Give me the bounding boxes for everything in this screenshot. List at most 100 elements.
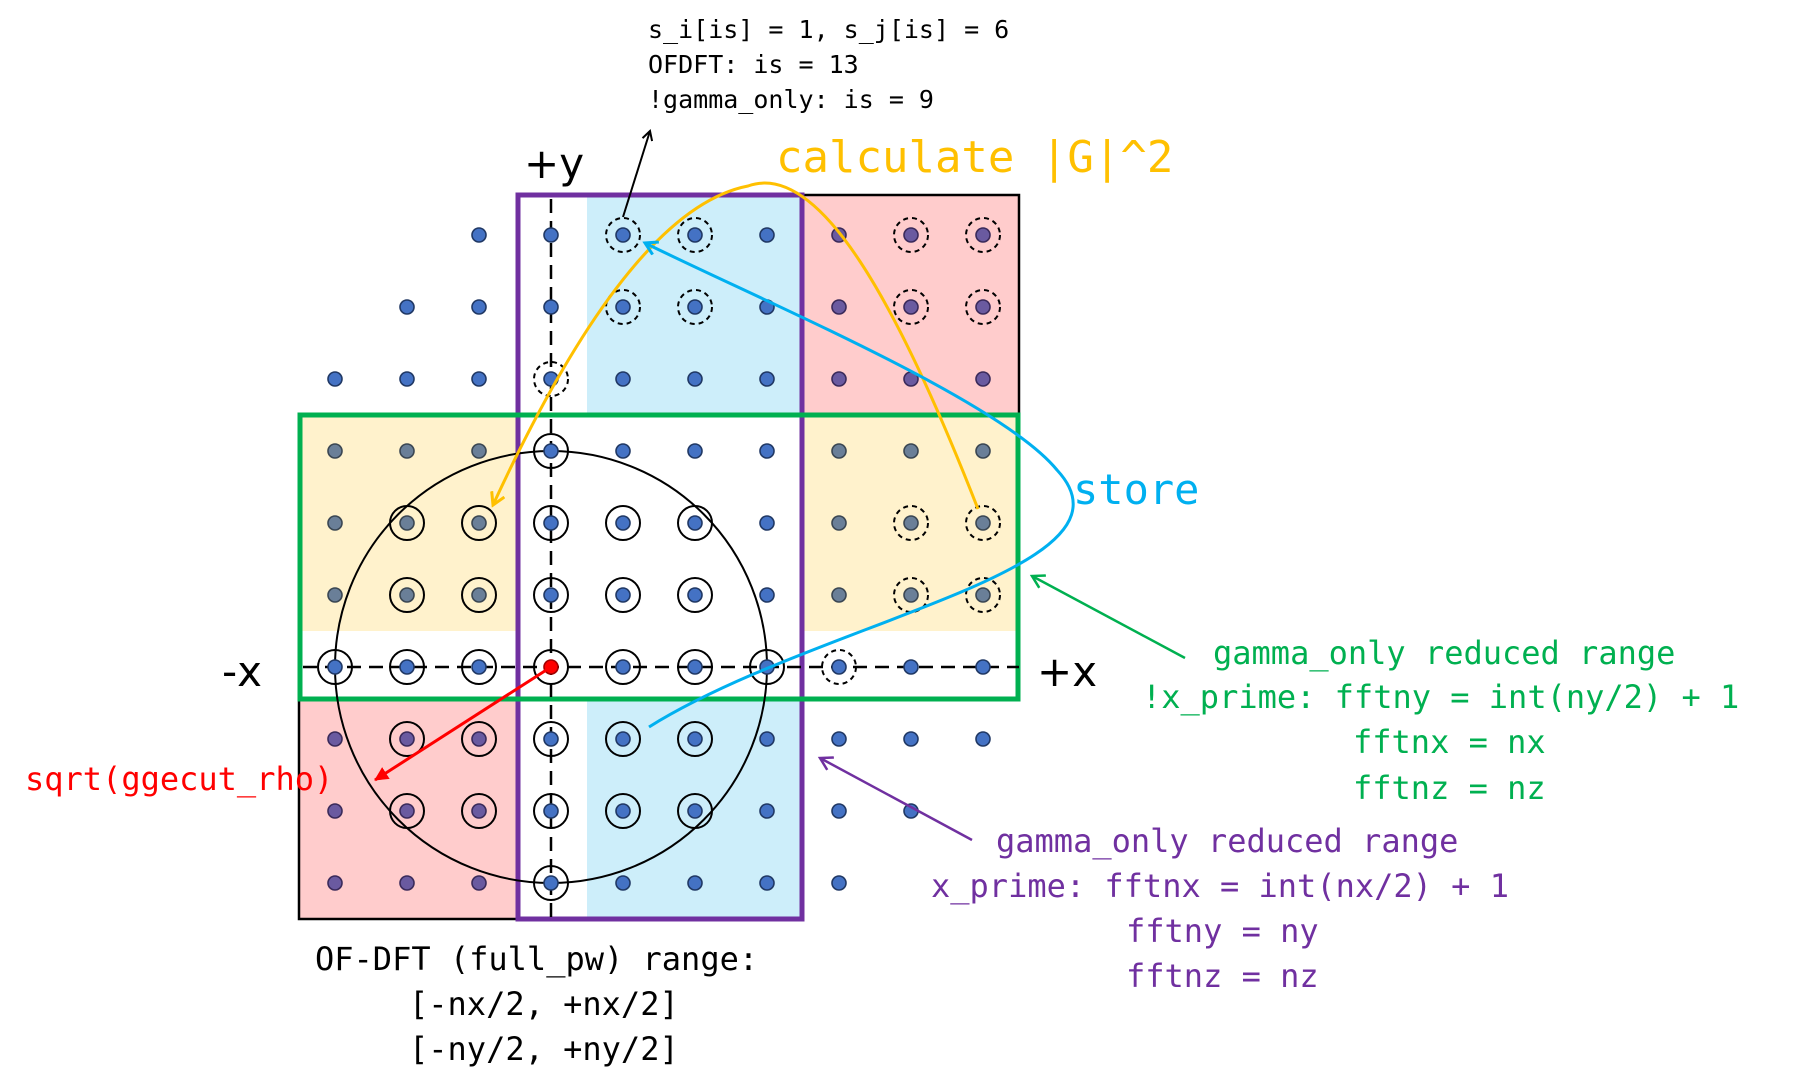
index-note-line-3: !gamma_only: is = 9 [648,85,934,114]
grid-point [975,371,991,387]
grid-point [327,587,343,603]
grid-point [975,299,991,315]
grid-point [615,443,631,459]
grid-point [903,731,919,747]
grid-point [615,227,631,243]
grid-point [471,443,487,459]
store-label: store [1073,465,1199,514]
in-cutoff-ring [533,433,569,469]
grid-point [615,731,631,747]
grid-point [903,443,919,459]
region-frames [297,192,1021,922]
grid-point [759,587,775,603]
in-cutoff-ring [461,649,497,685]
green-note-line-4: fftnz = nz [1353,769,1546,807]
cutoff-label: sqrt(ggecut_rho) [25,760,333,798]
point-rings [317,217,1001,901]
green-note: gamma_only reduced range !x_prime: fftny… [1142,634,1739,807]
purple-note-line-2: x_prime: fftnx = int(nx/2) + 1 [931,867,1509,905]
in-cutoff-ring [533,649,569,685]
green-note-arrow [1032,576,1186,660]
grid-point [759,227,775,243]
grid-point [543,731,559,747]
green-note-line-3: fftnx = nx [1353,723,1546,761]
mirror-point-ring [965,217,1001,253]
in-cutoff-ring [461,793,497,829]
axis-label-minus-x: -x [222,647,262,696]
grid-point [327,659,343,675]
purple-note-line-4: fftnz = nz [1126,957,1319,995]
grid-point [903,515,919,531]
mirror-point-ring [965,289,1001,325]
purple-note-line-1: gamma_only reduced range [996,822,1458,860]
green-note-line-2: !x_prime: fftny = int(ny/2) + 1 [1142,678,1739,716]
grid-point [327,875,343,891]
green-reduced-range-box [297,412,1021,702]
grid-point [687,659,703,675]
grid-point [759,731,775,747]
grid-point [759,371,775,387]
mirror-point-ring [677,289,713,325]
grid-point [759,803,775,819]
in-cutoff-ring [461,721,497,757]
grid-point [975,659,991,675]
in-cutoff-ring [605,649,641,685]
in-cutoff-ring [533,577,569,613]
grid-point [831,515,847,531]
grid-point [399,587,415,603]
grid-point [327,371,343,387]
calculate-label: calculate |G|^2 [776,132,1173,183]
in-cutoff-ring [389,721,425,757]
in-cutoff-ring [533,505,569,541]
grid-point [975,227,991,243]
grid-point [543,803,559,819]
in-cutoff-ring [677,793,713,829]
grid-point [543,443,559,459]
grid-point [471,515,487,531]
mirror-point-ring [605,289,641,325]
mirror-point-ring [605,217,641,253]
in-cutoff-ring [677,721,713,757]
mirror-point-ring [893,505,929,541]
in-cutoff-ring [677,577,713,613]
index-note-line-2: OFDFT: is = 13 [648,50,859,79]
mirror-point-ring [893,217,929,253]
mirror-point-ring [533,361,569,397]
grid-point [399,803,415,819]
in-cutoff-ring [317,649,353,685]
grid-point [687,515,703,531]
grid-point [615,875,631,891]
grid-point [831,875,847,891]
purple-reduced-range-box [515,192,805,922]
grid-point [327,443,343,459]
grid-point [615,587,631,603]
purple-note-arrow [820,758,973,842]
in-cutoff-ring [605,721,641,757]
mirror-point-ring [821,649,857,685]
grid-point [399,659,415,675]
grid-point [615,659,631,675]
grid-point [543,875,559,891]
grid-point [831,587,847,603]
in-cutoff-ring [605,793,641,829]
full-note-line-1: OF-DFT (full_pw) range: [315,940,758,978]
grid-point [471,587,487,603]
grid-point [687,371,703,387]
grid-point [975,587,991,603]
grid-point [831,299,847,315]
grid-point [615,803,631,819]
grid-point [471,227,487,243]
grid-point [687,587,703,603]
grid-point [687,227,703,243]
grid-point [471,659,487,675]
grid-point [975,515,991,531]
grid-point [759,515,775,531]
full-range-note: OF-DFT (full_pw) range: [-nx/2, +nx/2] [… [315,940,758,1068]
grid-point [831,443,847,459]
mirror-point-ring [965,505,1001,541]
mirror-point-ring [965,577,1001,613]
mirror-point-ring [677,217,713,253]
grid-point [903,587,919,603]
in-cutoff-ring [605,577,641,613]
grid-point [975,731,991,747]
